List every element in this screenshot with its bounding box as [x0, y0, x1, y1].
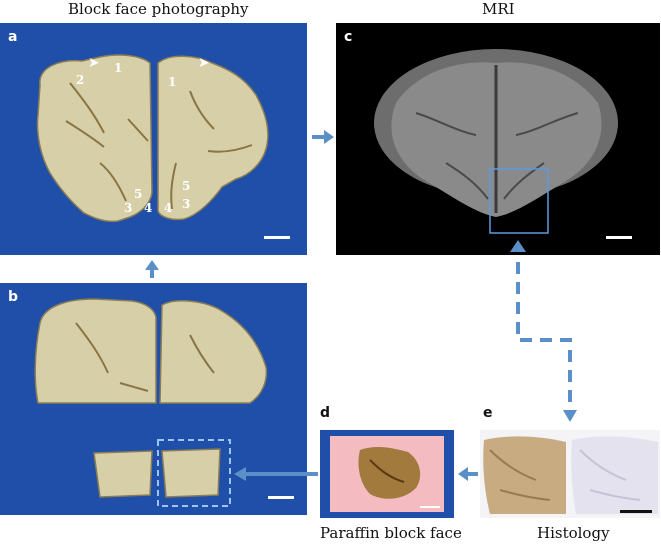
region-number: 5 — [182, 179, 191, 193]
panel-e-histology — [480, 430, 660, 518]
panel-label-e: e — [483, 405, 493, 421]
region-number: 1 — [114, 61, 123, 75]
mri-title: MRI — [482, 0, 515, 18]
paraffin-title: Paraffin block face — [320, 524, 462, 542]
region-number: 4 — [164, 201, 173, 215]
panel-label-b: b — [8, 289, 19, 305]
panel-b-block-face-photo: b — [0, 283, 307, 515]
panel-a-block-face-photo: a 2 1 3 4 5 1 4 5 3 ➤ ➤ — [0, 23, 307, 255]
brain-slice-cut-illustration — [34, 298, 294, 507]
panel-label-d-outer: d — [320, 405, 331, 421]
region-number: 2 — [76, 73, 85, 87]
paraffin-block-illustration — [330, 436, 444, 512]
mri-slice-illustration — [374, 49, 632, 239]
panel-c-mri: c — [336, 23, 660, 255]
region-number: 3 — [182, 197, 191, 211]
arrowhead-icon: ➤ — [198, 55, 210, 71]
histology-illustration — [483, 436, 658, 514]
region-number: 4 — [144, 201, 153, 215]
region-number: 5 — [134, 187, 143, 201]
histology-title: Histology — [537, 524, 610, 542]
panel-label-a: a — [8, 29, 18, 45]
block-face-title: Block face photography — [68, 0, 249, 18]
region-number: 1 — [168, 75, 177, 89]
arrowhead-icon: ➤ — [88, 55, 100, 71]
panel-d-paraffin-block: d — [320, 430, 454, 518]
brain-slice-illustration — [36, 54, 290, 239]
region-number: 3 — [124, 201, 133, 215]
panel-label-c: c — [344, 29, 353, 45]
